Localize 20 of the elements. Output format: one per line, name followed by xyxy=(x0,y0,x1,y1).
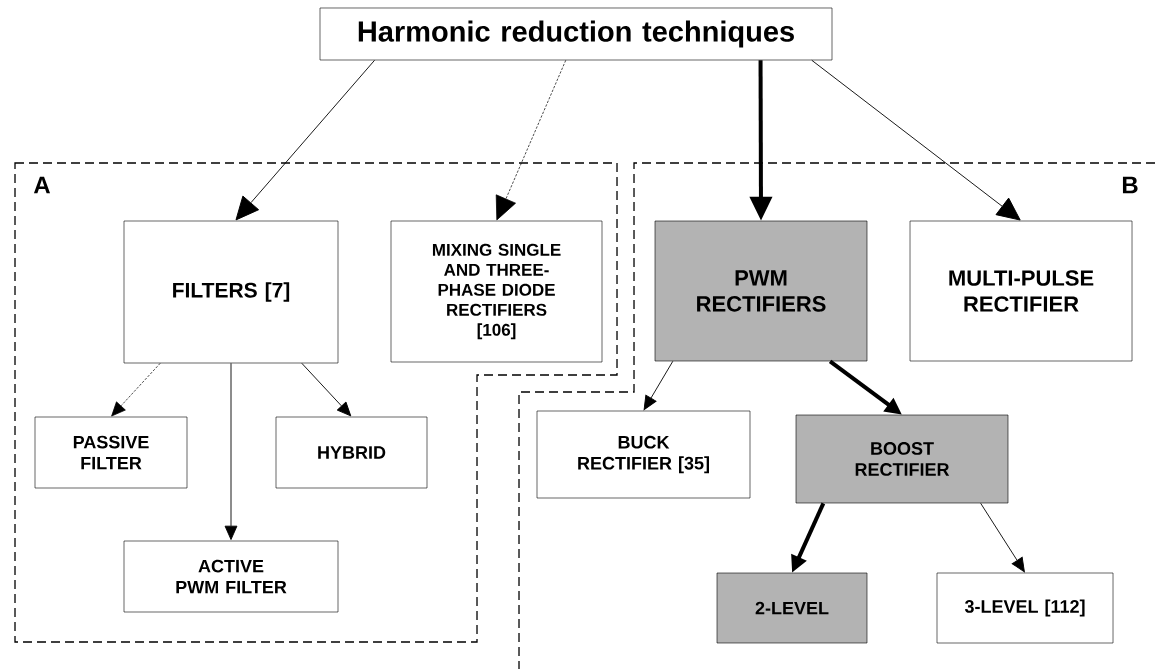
category-box: MIXING SINGLE AND THREE-PHASE DIODE RECTIFIERS [106] xyxy=(390,220,603,363)
category-box: ACTIVE PWM FILTER xyxy=(123,540,339,613)
arrow xyxy=(980,502,1025,573)
arrow xyxy=(235,59,375,221)
title-box: Harmonic reduction techniques xyxy=(319,7,833,61)
category-box: 2-LEVEL xyxy=(716,572,868,644)
arrow xyxy=(495,59,567,221)
category-box: HYBRID xyxy=(275,416,428,489)
arrow xyxy=(111,362,161,417)
category-box: BUCK RECTIFIER [35] xyxy=(536,410,751,499)
arrow xyxy=(301,362,352,417)
category-box: 3-LEVEL [112] xyxy=(936,572,1114,644)
arrow xyxy=(224,362,238,541)
category-box: BOOST RECTIFIER xyxy=(795,414,1009,504)
category-box: PWM RECTIFIERS xyxy=(654,220,868,362)
category-box: PASSIVE FILTER xyxy=(34,416,188,489)
arrow xyxy=(643,360,674,411)
arrow xyxy=(811,59,1021,221)
category-box: FILTERS [7] xyxy=(123,220,339,364)
category-box: MULTI-PULSE RECTIFIER xyxy=(909,220,1133,362)
